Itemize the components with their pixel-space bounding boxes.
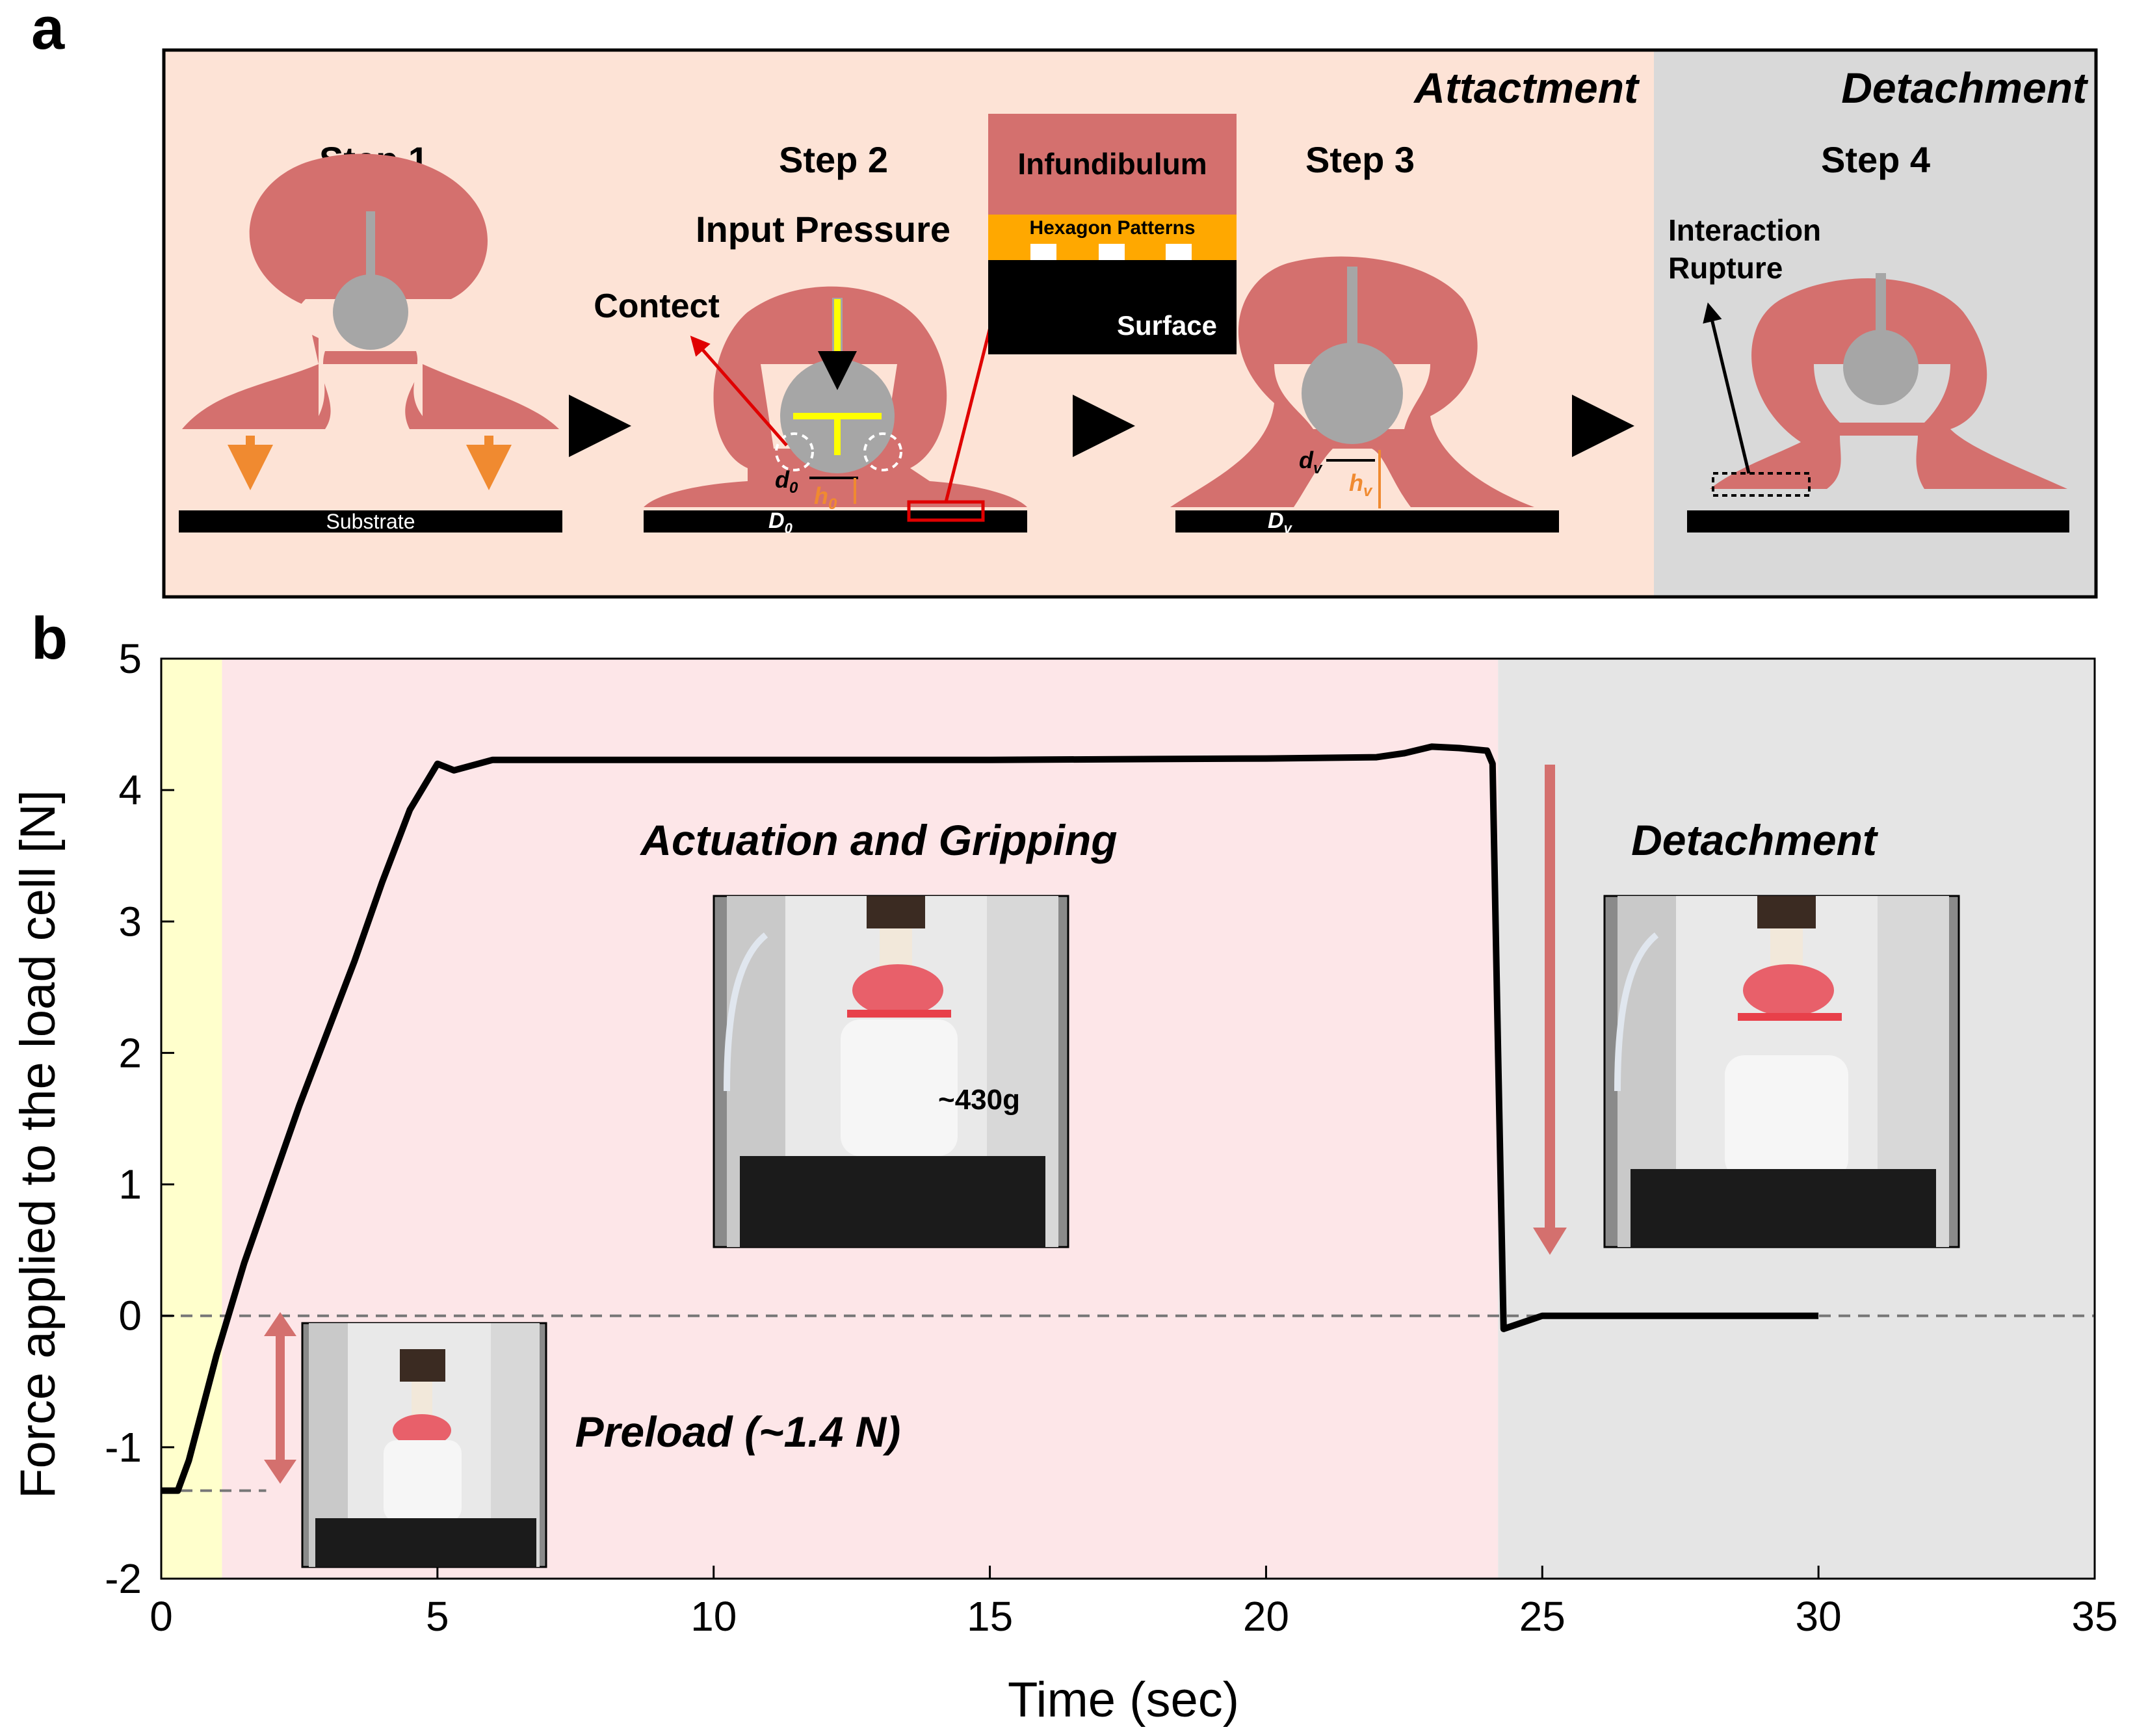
rupture-box bbox=[1712, 472, 1811, 497]
dv-symbol: dv bbox=[1299, 447, 1323, 477]
inset-hexagon-label: Hexagon Patterns bbox=[1029, 217, 1195, 239]
x-tick-label: 10 bbox=[690, 1593, 737, 1640]
substrate-step-3 bbox=[1175, 510, 1559, 533]
h0-symbol: h0 bbox=[814, 482, 837, 513]
x-tick-label: 5 bbox=[426, 1593, 449, 1640]
force-line bbox=[161, 743, 1819, 1494]
inset-infundibulum-label: Infundibulum bbox=[1017, 147, 1207, 181]
gripper-step-2 bbox=[644, 286, 1027, 507]
surface-inset bbox=[988, 114, 1237, 354]
chart-axes bbox=[160, 657, 2096, 1580]
substrate-label: Substrate bbox=[326, 510, 415, 533]
step-2-label: Step 2 bbox=[779, 139, 888, 180]
preload-annotation: Preload (~1.4 N) bbox=[575, 1408, 901, 1456]
actuation-annotation: Actuation and Gripping bbox=[639, 816, 1117, 864]
substrate-step-4 bbox=[1687, 510, 2069, 533]
inset-surface-label: Surface bbox=[1117, 310, 1217, 341]
mass-label: ~430g bbox=[938, 1084, 1020, 1116]
gripper-step-4 bbox=[1710, 273, 2067, 489]
panel-a-frame bbox=[162, 48, 2098, 599]
detachment-arrow bbox=[1533, 765, 1567, 1255]
y-tick-label: -2 bbox=[105, 1555, 142, 1602]
y-tick-label: 0 bbox=[118, 1293, 142, 1339]
photo-preload bbox=[301, 1322, 547, 1568]
contact-callout: Contect bbox=[594, 287, 720, 325]
x-tick-label: 15 bbox=[967, 1593, 1013, 1640]
x-axis-label: Time (sec) bbox=[1008, 1672, 1239, 1728]
panel-b-letter: b bbox=[31, 605, 68, 672]
rupture-callout-line1: Interaction bbox=[1668, 213, 1821, 247]
y-tick-label: 2 bbox=[118, 1029, 142, 1076]
step-2-sublabel: Input Pressure bbox=[696, 209, 950, 250]
step-3-label: Step 3 bbox=[1305, 139, 1415, 180]
photo-detachment bbox=[1603, 895, 1960, 1248]
d0-symbol: d0 bbox=[775, 466, 798, 497]
x-tick-label: 20 bbox=[1243, 1593, 1289, 1640]
force-series bbox=[161, 743, 1819, 1494]
detachment-header: Detachment bbox=[1841, 64, 2089, 112]
y-tick-label: 1 bbox=[118, 1161, 142, 1208]
y-axis-label: Force applied to the load cell [N] bbox=[10, 790, 66, 1499]
rupture-callout-line2: Rupture bbox=[1668, 251, 1783, 285]
preload-arrow bbox=[264, 1312, 296, 1484]
detachment-annotation: Detachment bbox=[1631, 816, 1879, 864]
y-tick-label: 3 bbox=[118, 898, 142, 945]
x-ticks: 0 5 10 15 20 25 30 35 bbox=[150, 1566, 2118, 1640]
substrate-step-1 bbox=[179, 510, 562, 533]
hv-symbol: hv bbox=[1349, 469, 1373, 500]
y-ticks: -2 -1 0 1 2 3 4 5 bbox=[105, 635, 174, 1602]
plot-frame bbox=[160, 657, 2096, 1580]
force-time-chart: 0 5 10 15 20 25 30 35 -2 -1 0 1 2 3 4 5 Time (sec) For… bbox=[10, 635, 2118, 1728]
x-tick-label: 25 bbox=[1519, 1593, 1565, 1640]
x-tick-label: 35 bbox=[2071, 1593, 2117, 1640]
y-tick-label: 4 bbox=[118, 767, 142, 813]
y-tick-label: 5 bbox=[118, 635, 142, 682]
panel-a-letter: a bbox=[31, 0, 65, 62]
contact-callout-line bbox=[690, 335, 788, 447]
step-4-label: Step 4 bbox=[1821, 139, 1930, 180]
rupture-callout-line bbox=[1703, 302, 1751, 474]
attachment-header: Attactment bbox=[1413, 64, 1640, 112]
reference-lines bbox=[161, 1314, 2095, 1492]
x-tick-label: 30 bbox=[1796, 1593, 1842, 1640]
panel-a-schematic: Attactment Detachment Step 1 Step 2 Inpu… bbox=[162, 48, 2098, 599]
photo-actuation: ~430g bbox=[713, 895, 1069, 1248]
y-tick-label: -1 bbox=[105, 1424, 142, 1471]
gripper-step-1 bbox=[182, 153, 559, 429]
x-tick-label: 0 bbox=[150, 1593, 173, 1640]
Dv-symbol: Dv bbox=[1268, 508, 1293, 536]
region-preload bbox=[161, 659, 222, 1579]
gripper-step-3 bbox=[1170, 256, 1534, 507]
D0-symbol: D0 bbox=[768, 508, 793, 536]
